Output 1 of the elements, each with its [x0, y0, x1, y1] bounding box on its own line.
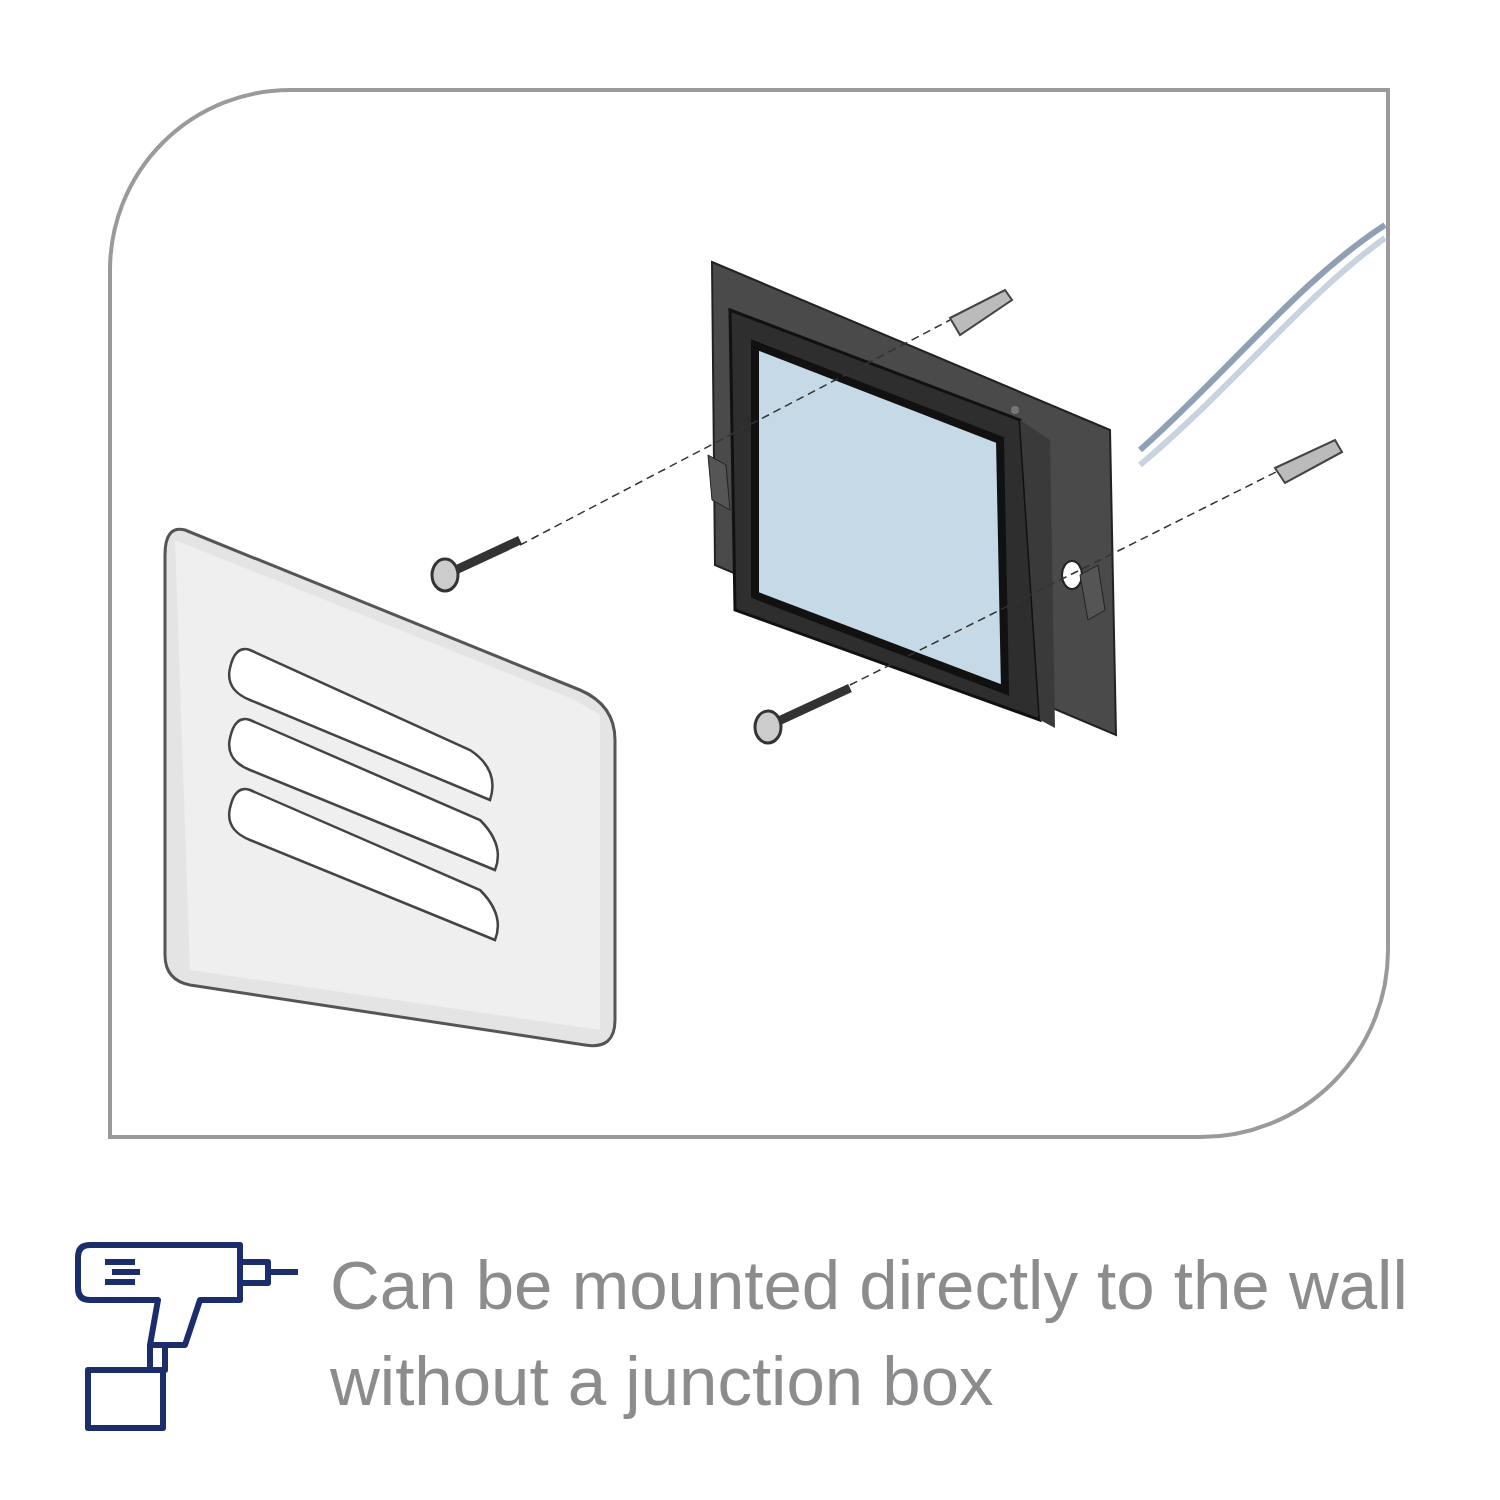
caption-text: Can be mounted directly to the wall without a junction box — [330, 1246, 1409, 1422]
